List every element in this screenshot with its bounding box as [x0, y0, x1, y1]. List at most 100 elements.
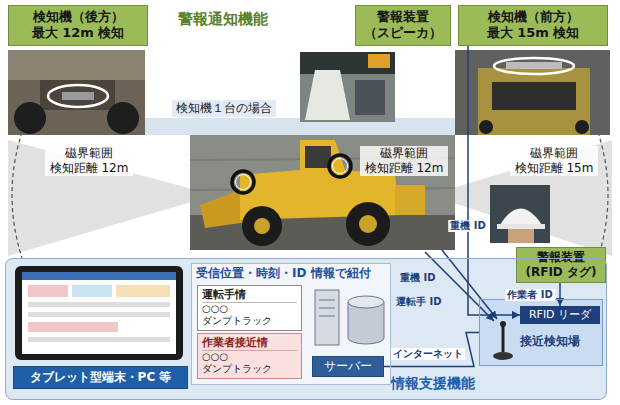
- range-note: 磁界範囲 検知距離 12m: [360, 146, 448, 176]
- info-card: 運転手情○○○ダンプトラック: [197, 285, 302, 331]
- loader-photo: [333, 159, 348, 174]
- server-picture: [348, 296, 384, 308]
- section-heading: 警報通知機能: [178, 10, 268, 29]
- antenna-picture: [502, 324, 505, 352]
- tablet-picture: [28, 322, 118, 332]
- tablet-picture: [22, 272, 176, 280]
- tablet-picture: [28, 312, 170, 317]
- tablet-picture: [116, 285, 170, 297]
- helmet-photo: [490, 185, 550, 243]
- node-text: ○○○: [202, 351, 297, 364]
- speaker-photo: [300, 52, 395, 74]
- speaker-photo: [355, 80, 385, 115]
- node-heading: 検知機（後方） 最大 12m 検知: [25, 9, 131, 42]
- loader-photo: [329, 155, 351, 177]
- reader-area: 接近検知場 RFID リーダ: [479, 299, 603, 366]
- server-picture: [315, 290, 384, 345]
- helmet-photo: [508, 229, 534, 243]
- front-detector-photo: [506, 62, 562, 69]
- device-box: タブレット型端末・PC 等: [13, 366, 188, 389]
- connector: [468, 46, 520, 315]
- node-heading: 検知機（前方） 最大 15m 検知: [479, 9, 587, 42]
- server-picture: [319, 316, 335, 317]
- server-picture: [319, 300, 335, 301]
- tablet-picture: [28, 337, 170, 342]
- alarm-label: 警報装置 (RFID タグ): [516, 247, 606, 283]
- rear-detector-photo: [8, 50, 145, 80]
- loader-photo: [305, 146, 331, 168]
- tablet-picture: [28, 285, 68, 297]
- loader-photo: [254, 218, 270, 234]
- loader-photo: [242, 206, 282, 246]
- helmet-photo: [500, 209, 542, 226]
- helmet-photo: [497, 224, 545, 229]
- connector-label: 重機 ID: [448, 220, 488, 232]
- node-heading: RFID リーダ: [523, 308, 597, 322]
- loader-photo: [359, 215, 377, 233]
- speaker-photo: [305, 70, 350, 120]
- link-box: 受信位置・時刻・ID 情報で紐付運転手情○○○ダンプトラック作業者接近情○○○ダ…: [191, 263, 391, 385]
- connector: [384, 333, 479, 367]
- node-text: ○○○: [202, 303, 297, 316]
- connector-label: インターネット: [391, 348, 465, 360]
- front-detector-photo: [455, 50, 610, 135]
- rear-detector-photo: [48, 85, 108, 107]
- tablet-picture: [28, 302, 170, 307]
- node-heading: 運転手情: [202, 288, 297, 303]
- antenna-picture: [493, 352, 513, 360]
- connector: [559, 283, 561, 306]
- info-card: 作業者接近情○○○ダンプトラック: [197, 333, 302, 379]
- front-detector-photo: [455, 50, 610, 135]
- front-detector-photo: [478, 68, 590, 135]
- tablet-picture: [15, 266, 183, 360]
- rear-detector-photo: [8, 50, 145, 135]
- rear-detector-photo: [8, 50, 145, 135]
- front-detector-photo: [494, 58, 574, 74]
- id-arrow: [425, 250, 497, 321]
- speaker-photo: [300, 52, 395, 122]
- node-heading: タブレット型端末・PC 等: [18, 370, 183, 385]
- range-note: 磁界範囲 検知距離 15m: [510, 146, 598, 176]
- magnetic-range: [8, 140, 215, 256]
- id-arrow: [442, 250, 497, 319]
- detector-label: 検知機（後方） 最大 12m 検知: [8, 5, 148, 46]
- node-heading: 警報装置 (RFID タグ): [521, 250, 601, 280]
- server-box: サーバー: [312, 356, 384, 377]
- front-detector-photo: [492, 82, 576, 110]
- speaker-photo: [300, 52, 395, 122]
- alarm-label: 警報装置 （スピーカ）: [355, 5, 451, 46]
- magnetic-range: [8, 118, 612, 258]
- connector-label: 作業者 ID: [505, 289, 555, 301]
- rear-detector-photo: [107, 102, 139, 134]
- antenna-picture: [493, 321, 513, 360]
- info-panel: 情報支援機能タブレット型端末・PC 等受信位置・時刻・ID 情報で紐付運転手情○…: [5, 258, 607, 400]
- node-heading: 警報装置 （スピーカ）: [360, 9, 446, 42]
- speaker-photo: [368, 54, 390, 68]
- server-picture: [319, 308, 335, 309]
- node-heading: 作業者接近情: [202, 336, 297, 351]
- magnetic-range: [598, 132, 608, 258]
- loader-photo: [346, 202, 390, 246]
- panel-ground: [191, 263, 391, 385]
- tablet-picture: [22, 272, 176, 354]
- node-heading: 受信位置・時刻・ID 情報で紐付: [196, 266, 386, 281]
- server-picture: [315, 290, 339, 345]
- id-label: 運転手 ID: [396, 296, 442, 309]
- rear-detector-photo: [14, 102, 46, 134]
- rear-detector-photo: [40, 80, 115, 110]
- node-heading: 接近検知場: [520, 334, 580, 349]
- range-note: 検知機１台の場合: [172, 100, 276, 117]
- id-label: 重機 ID: [400, 272, 436, 285]
- front-detector-photo: [479, 120, 493, 134]
- node-heading: 情報支援機能: [391, 375, 475, 393]
- magnetic-range: [430, 140, 612, 256]
- loader-photo: [232, 171, 254, 193]
- loader-photo: [190, 135, 455, 250]
- front-detector-photo: [575, 120, 589, 134]
- antenna-picture: [500, 321, 506, 327]
- helmet-photo: [490, 185, 550, 243]
- range-note: 磁界範囲 検知距離 12m: [45, 146, 133, 176]
- node-text: ダンプトラック: [202, 363, 297, 376]
- rear-detector-photo: [62, 92, 94, 100]
